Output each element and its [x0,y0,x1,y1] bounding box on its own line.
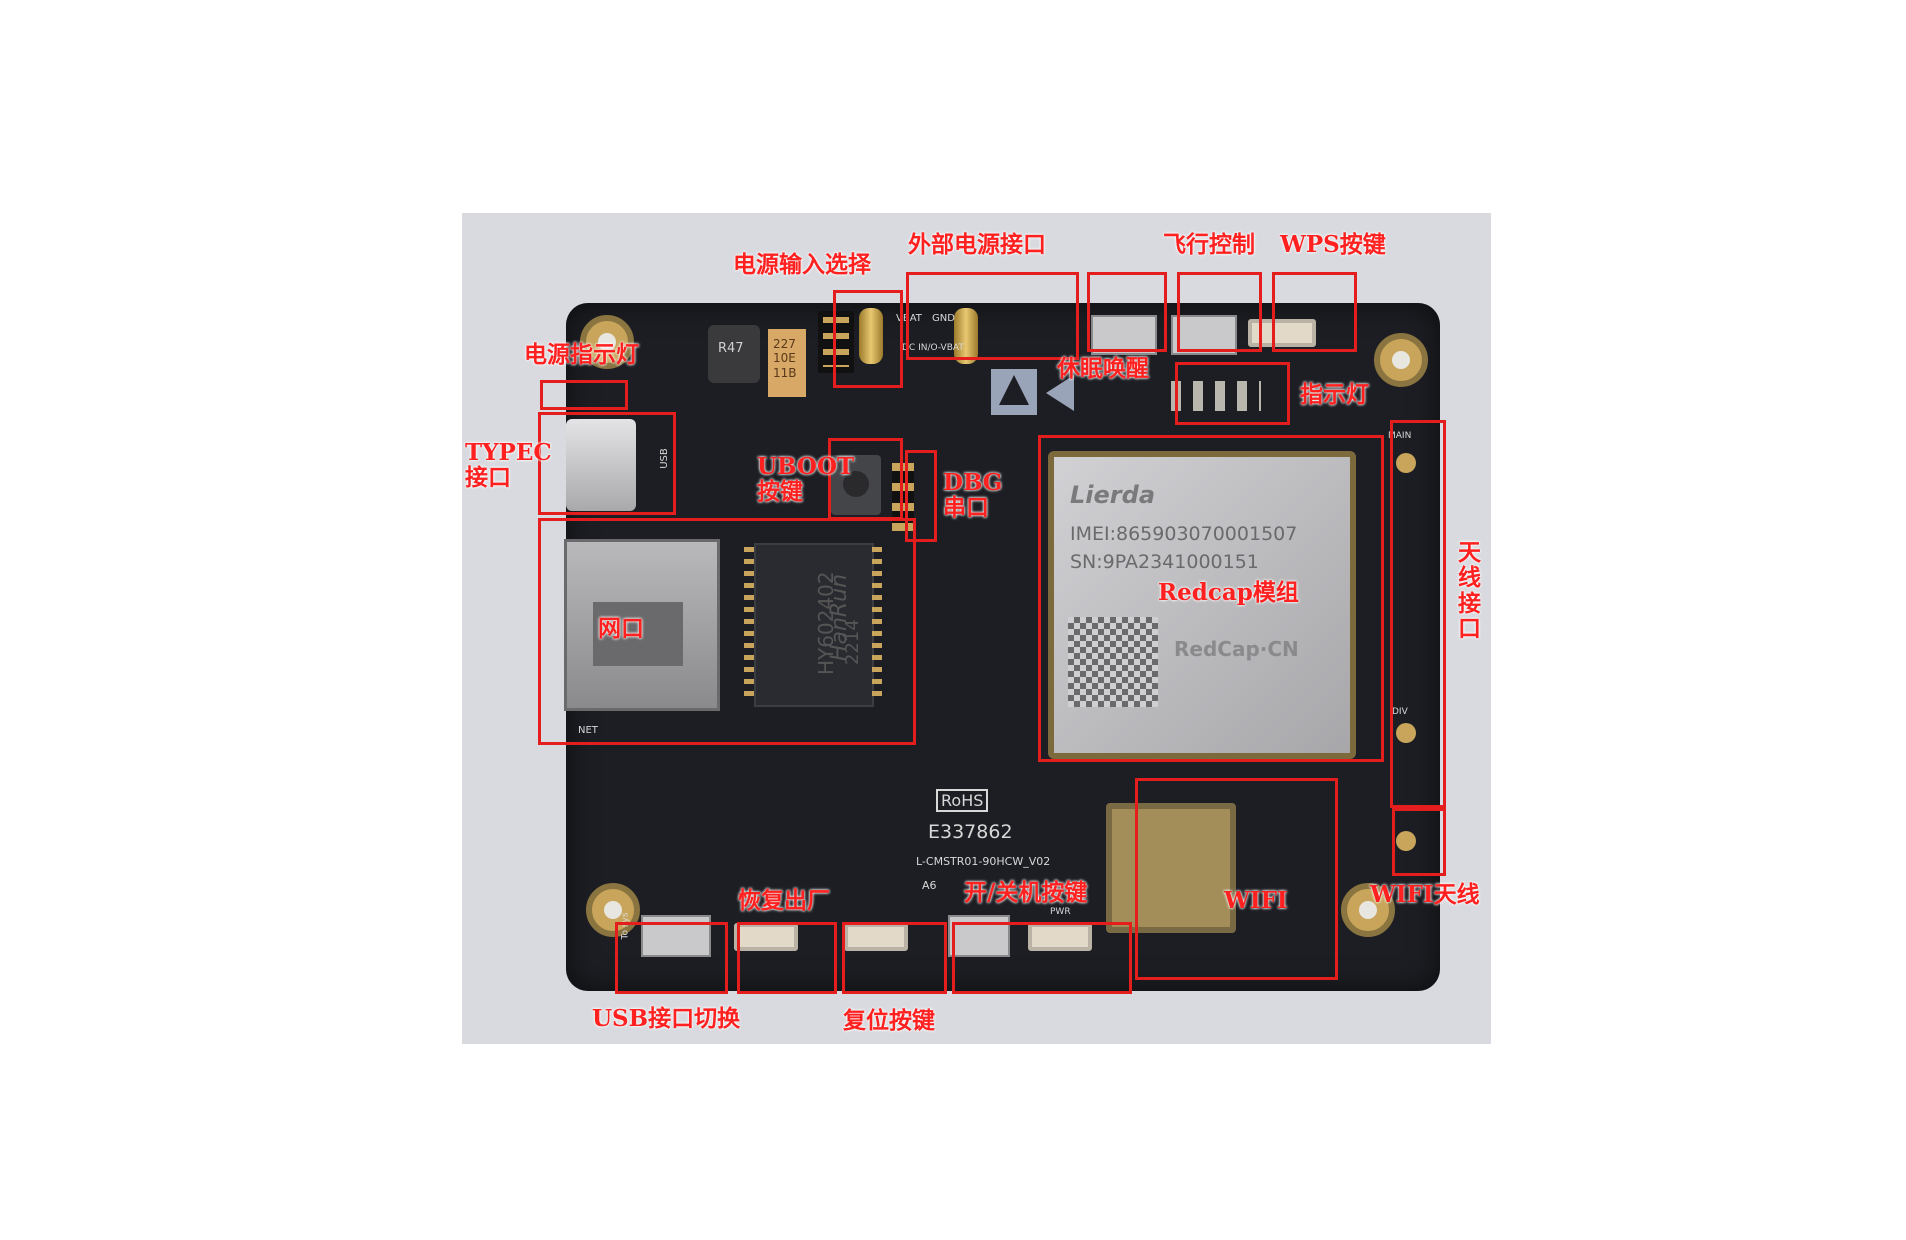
annot-flight-ctrl [1177,272,1262,352]
transformer-pins [872,547,882,697]
annot-typec [538,412,676,515]
label-wps: WPS按键 [1280,231,1386,258]
annot-antenna [1390,420,1446,808]
annot-wifi [1135,778,1338,980]
factory-reset-button [734,923,798,951]
sma-connector-vbat [859,308,883,364]
board-id: L-CMSTR01-90HCW_V02 [916,855,1051,868]
dbg-header [892,463,914,531]
div-antenna-connector [1396,723,1416,743]
label-typec: TYPEC 接口 [465,439,552,492]
module-sn: SN:9PA2341000151 [1070,551,1259,573]
net-silk: NET [578,725,598,736]
mounting-hole-bottom-left [586,883,640,937]
annot-wps [1272,272,1357,352]
annot-wifi-antenna [1392,808,1446,876]
esd-symbol-icon [991,369,1037,415]
label-wifi: WIFI [1224,887,1288,914]
sma-connector-gnd [954,308,978,364]
power-button [1028,923,1092,951]
label-indicator: 指示灯 [1300,381,1369,408]
module-imei: IMEI:865903070001507 [1070,523,1298,545]
flight-switch [1171,315,1237,355]
annot-ethernet [538,518,916,745]
inductor-marking: R47 [718,341,744,356]
label-usb-switch: USB接口切换 [592,1005,741,1032]
rohs-mark: RoHS [936,789,989,812]
reset-button [844,923,908,951]
label-ethernet: 网口 [598,615,644,642]
power-select-header [818,311,854,373]
mounting-hole-bottom-right [1341,883,1395,937]
mounting-hole-top-right [1374,333,1428,387]
annot-sleep-wake [1087,272,1167,352]
annot-power-select [833,290,903,388]
indicator-leds [1171,381,1261,411]
annot-dbg [905,450,937,542]
annot-redcap [1038,435,1384,762]
label-wifi-antenna: WIFI天线 [1370,881,1480,908]
uboot-button [831,455,881,515]
label-redcap: Redcap模组 [1158,579,1299,606]
annot-ext-power [906,272,1079,360]
mounting-hole-top-left [580,315,634,369]
transformer-pins-left [744,547,754,697]
module-mark: RedCap·CN [1174,637,1299,661]
label-flight-ctrl: 飞行控制 [1163,231,1255,258]
transformer: HanRun HY602402 2214 [754,543,874,707]
rj45-jack [564,539,720,711]
arrow-icon [1046,375,1074,411]
board-rev: A6 [922,879,937,892]
sleep-switch [1091,315,1157,355]
typec-connector [566,419,636,511]
gnd-silk: GND [932,313,955,324]
capacitor-marking: 227 10E 11B [773,337,797,380]
pcb-board: R47 227 10E 11B VBAT GND DC IN/O-VBAT US… [564,303,1440,991]
label-ext-power: 外部电源接口 [908,231,1046,258]
annot-power-led [540,380,628,410]
main-antenna-connector [1396,453,1416,473]
wifi-module [1106,803,1236,933]
annot-indicator [1175,362,1290,425]
label-factory-reset: 恢复出厂 [738,887,830,914]
redcap-module: Lierda IMEI:865903070001507 SN:9PA234100… [1048,451,1356,759]
annot-reset-key [842,922,947,994]
main-silk: MAIN [1388,431,1412,441]
module-brand: Lierda [1070,481,1156,509]
label-power-led: 电源指示灯 [524,341,639,368]
label-uboot: UBOOT 按键 [757,453,855,506]
div-silk: DIV [1392,707,1408,717]
annot-factory-reset [737,922,837,994]
label-sleep-wake: 休眠唤醒 [1057,355,1149,382]
pwr-silk: PWR [1050,907,1071,917]
dc-in-silk: DC IN/O-VBAT [902,343,964,353]
wifi-antenna-connector [1396,831,1416,851]
label-power-select: 电源输入选择 [733,251,871,278]
qr-code [1068,617,1158,707]
label-dbg: DBG 串口 [943,469,1003,522]
tantalum-capacitor: 227 10E 11B [768,329,806,397]
label-reset-key: 复位按键 [843,1007,935,1034]
annot-power-key [952,922,1132,994]
ul-mark: E337862 [928,821,1013,843]
label-antenna: 天 线 接 口 [1458,539,1481,642]
annot-usb-switch [615,922,728,994]
label-power-key: 开/关机按键 [964,879,1088,906]
inductor: R47 [708,325,760,383]
